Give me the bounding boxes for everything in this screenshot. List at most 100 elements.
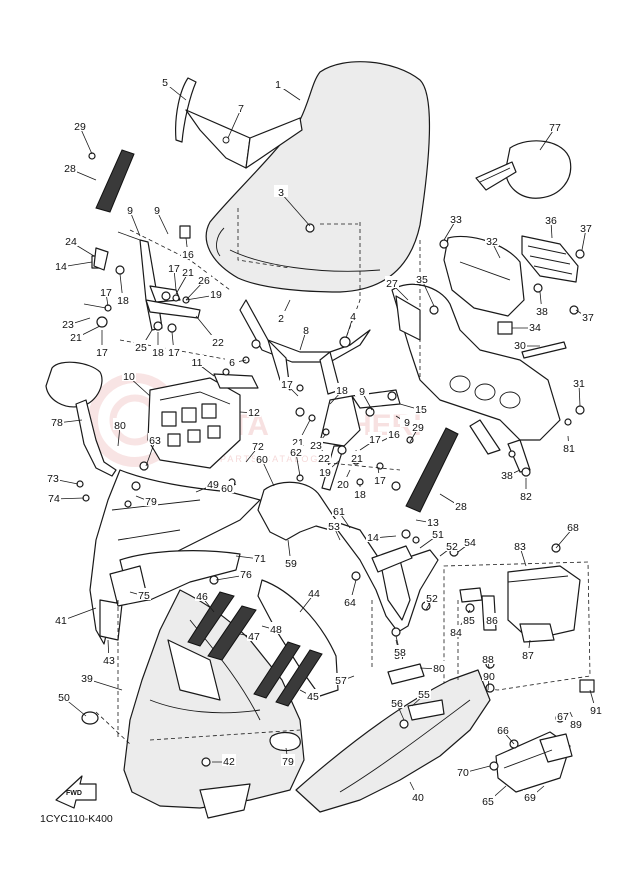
callout-number: 64 <box>344 597 356 609</box>
callout-backdrop <box>209 287 223 299</box>
callout-backdrop <box>225 355 239 367</box>
callout-backdrop <box>366 530 380 542</box>
callout-leader <box>79 126 93 155</box>
callout-number: 34 <box>529 322 541 334</box>
callout-backdrop <box>462 613 476 625</box>
callout-backdrop <box>195 589 209 601</box>
callout-backdrop <box>50 415 64 427</box>
callout-number: 44 <box>308 588 320 600</box>
callout-number: 62 <box>290 447 302 459</box>
callout-number: 10 <box>123 371 135 383</box>
callout-number: 17 <box>168 263 180 275</box>
inner-panel <box>257 481 439 633</box>
callout-number: 14 <box>55 261 67 273</box>
callout-number: 37 <box>580 223 592 235</box>
callout-leader <box>145 440 156 467</box>
callout-backdrop <box>190 355 204 367</box>
callout-number: 18 <box>117 295 129 307</box>
callout-backdrop <box>544 213 558 225</box>
callout-number: 67 <box>557 711 569 723</box>
callout-number: 52 <box>446 541 458 553</box>
callout-backdrop <box>46 471 60 483</box>
callout-number: 74 <box>48 493 60 505</box>
callout-backdrop <box>102 653 116 665</box>
callout-backdrop <box>481 652 495 664</box>
callout-backdrop <box>281 754 295 766</box>
callout-number: 21 <box>351 453 363 465</box>
windshield <box>205 61 431 293</box>
callout-backdrop <box>562 441 576 453</box>
callout-backdrop <box>482 669 496 681</box>
callout-number: 70 <box>457 767 469 779</box>
callout-number: 76 <box>240 569 252 581</box>
callout-number: 86 <box>486 615 498 627</box>
grommets <box>81 663 425 752</box>
callout-number: 17 <box>100 287 112 299</box>
callout-backdrop <box>197 273 211 285</box>
callout-backdrop <box>335 383 349 395</box>
callout-backdrop <box>449 212 463 224</box>
callout-number: 41 <box>55 615 67 627</box>
callout-number: 5 <box>162 77 168 89</box>
callout-number: 29 <box>412 422 424 434</box>
callout-number: 21 <box>182 267 194 279</box>
diagram-code: 1CYC110-K400 <box>40 813 113 825</box>
callout-number: 33 <box>450 214 462 226</box>
callout-backdrop <box>411 420 425 432</box>
callout-number: 23 <box>62 319 74 331</box>
callout-backdrop <box>414 402 428 414</box>
callout-backdrop <box>181 247 195 259</box>
callout-number: 43 <box>103 655 115 667</box>
callout-number: 60 <box>256 454 268 466</box>
callout-number: 23 <box>310 440 322 452</box>
callout-number: 72 <box>252 441 264 453</box>
callout-number: 18 <box>336 385 348 397</box>
callout-number: 58 <box>394 647 406 659</box>
callout-number: 49 <box>207 479 219 491</box>
callout-backdrop <box>521 648 535 660</box>
callout-number: 18 <box>152 347 164 359</box>
callout-backdrop <box>253 551 267 563</box>
ecu-box <box>443 561 595 693</box>
callout-number: 28 <box>455 501 467 513</box>
callout-leader <box>261 459 275 487</box>
callout-number: 31 <box>573 378 585 390</box>
callout-number: 48 <box>270 624 282 636</box>
callout-backdrop <box>353 487 367 499</box>
callout-number: 39 <box>81 673 93 685</box>
callout-backdrop <box>134 340 148 352</box>
callout-backdrop <box>80 671 94 683</box>
callout-number: 80 <box>114 420 126 432</box>
callout-number: 80 <box>433 663 445 675</box>
callout-number: 2 <box>278 313 284 325</box>
callout-leader <box>280 192 311 227</box>
callout-number: 65 <box>482 796 494 808</box>
callout-number: 9 <box>404 417 410 429</box>
callout-backdrop <box>274 185 288 197</box>
callout-backdrop <box>336 477 350 489</box>
callout-number: 79 <box>145 496 157 508</box>
callout-number: 66 <box>497 725 509 737</box>
stay-bolt <box>497 321 567 359</box>
callout-backdrop <box>463 535 477 547</box>
callout-number: 63 <box>149 435 161 447</box>
callout-number: 21 <box>70 332 82 344</box>
callout-backdrop <box>251 439 265 451</box>
under-cowling <box>295 669 491 813</box>
callout-backdrop <box>317 451 331 463</box>
callout-backdrop <box>556 709 570 721</box>
callout-backdrop <box>63 161 77 173</box>
callout-number: 38 <box>536 306 548 318</box>
callout-number: 38 <box>501 470 513 482</box>
callout-number: 26 <box>198 275 210 287</box>
callout-number: 19 <box>210 289 222 301</box>
callout-number: 89 <box>570 719 582 731</box>
callout-leader <box>227 108 242 139</box>
callout-number: 9 <box>127 205 133 217</box>
callout-number: 81 <box>563 443 575 455</box>
callout-number: 46 <box>196 591 208 603</box>
callout-number: 55 <box>418 689 430 701</box>
callout-number: 17 <box>374 475 386 487</box>
trim-strip-left <box>95 149 135 213</box>
air-duct <box>443 235 525 317</box>
